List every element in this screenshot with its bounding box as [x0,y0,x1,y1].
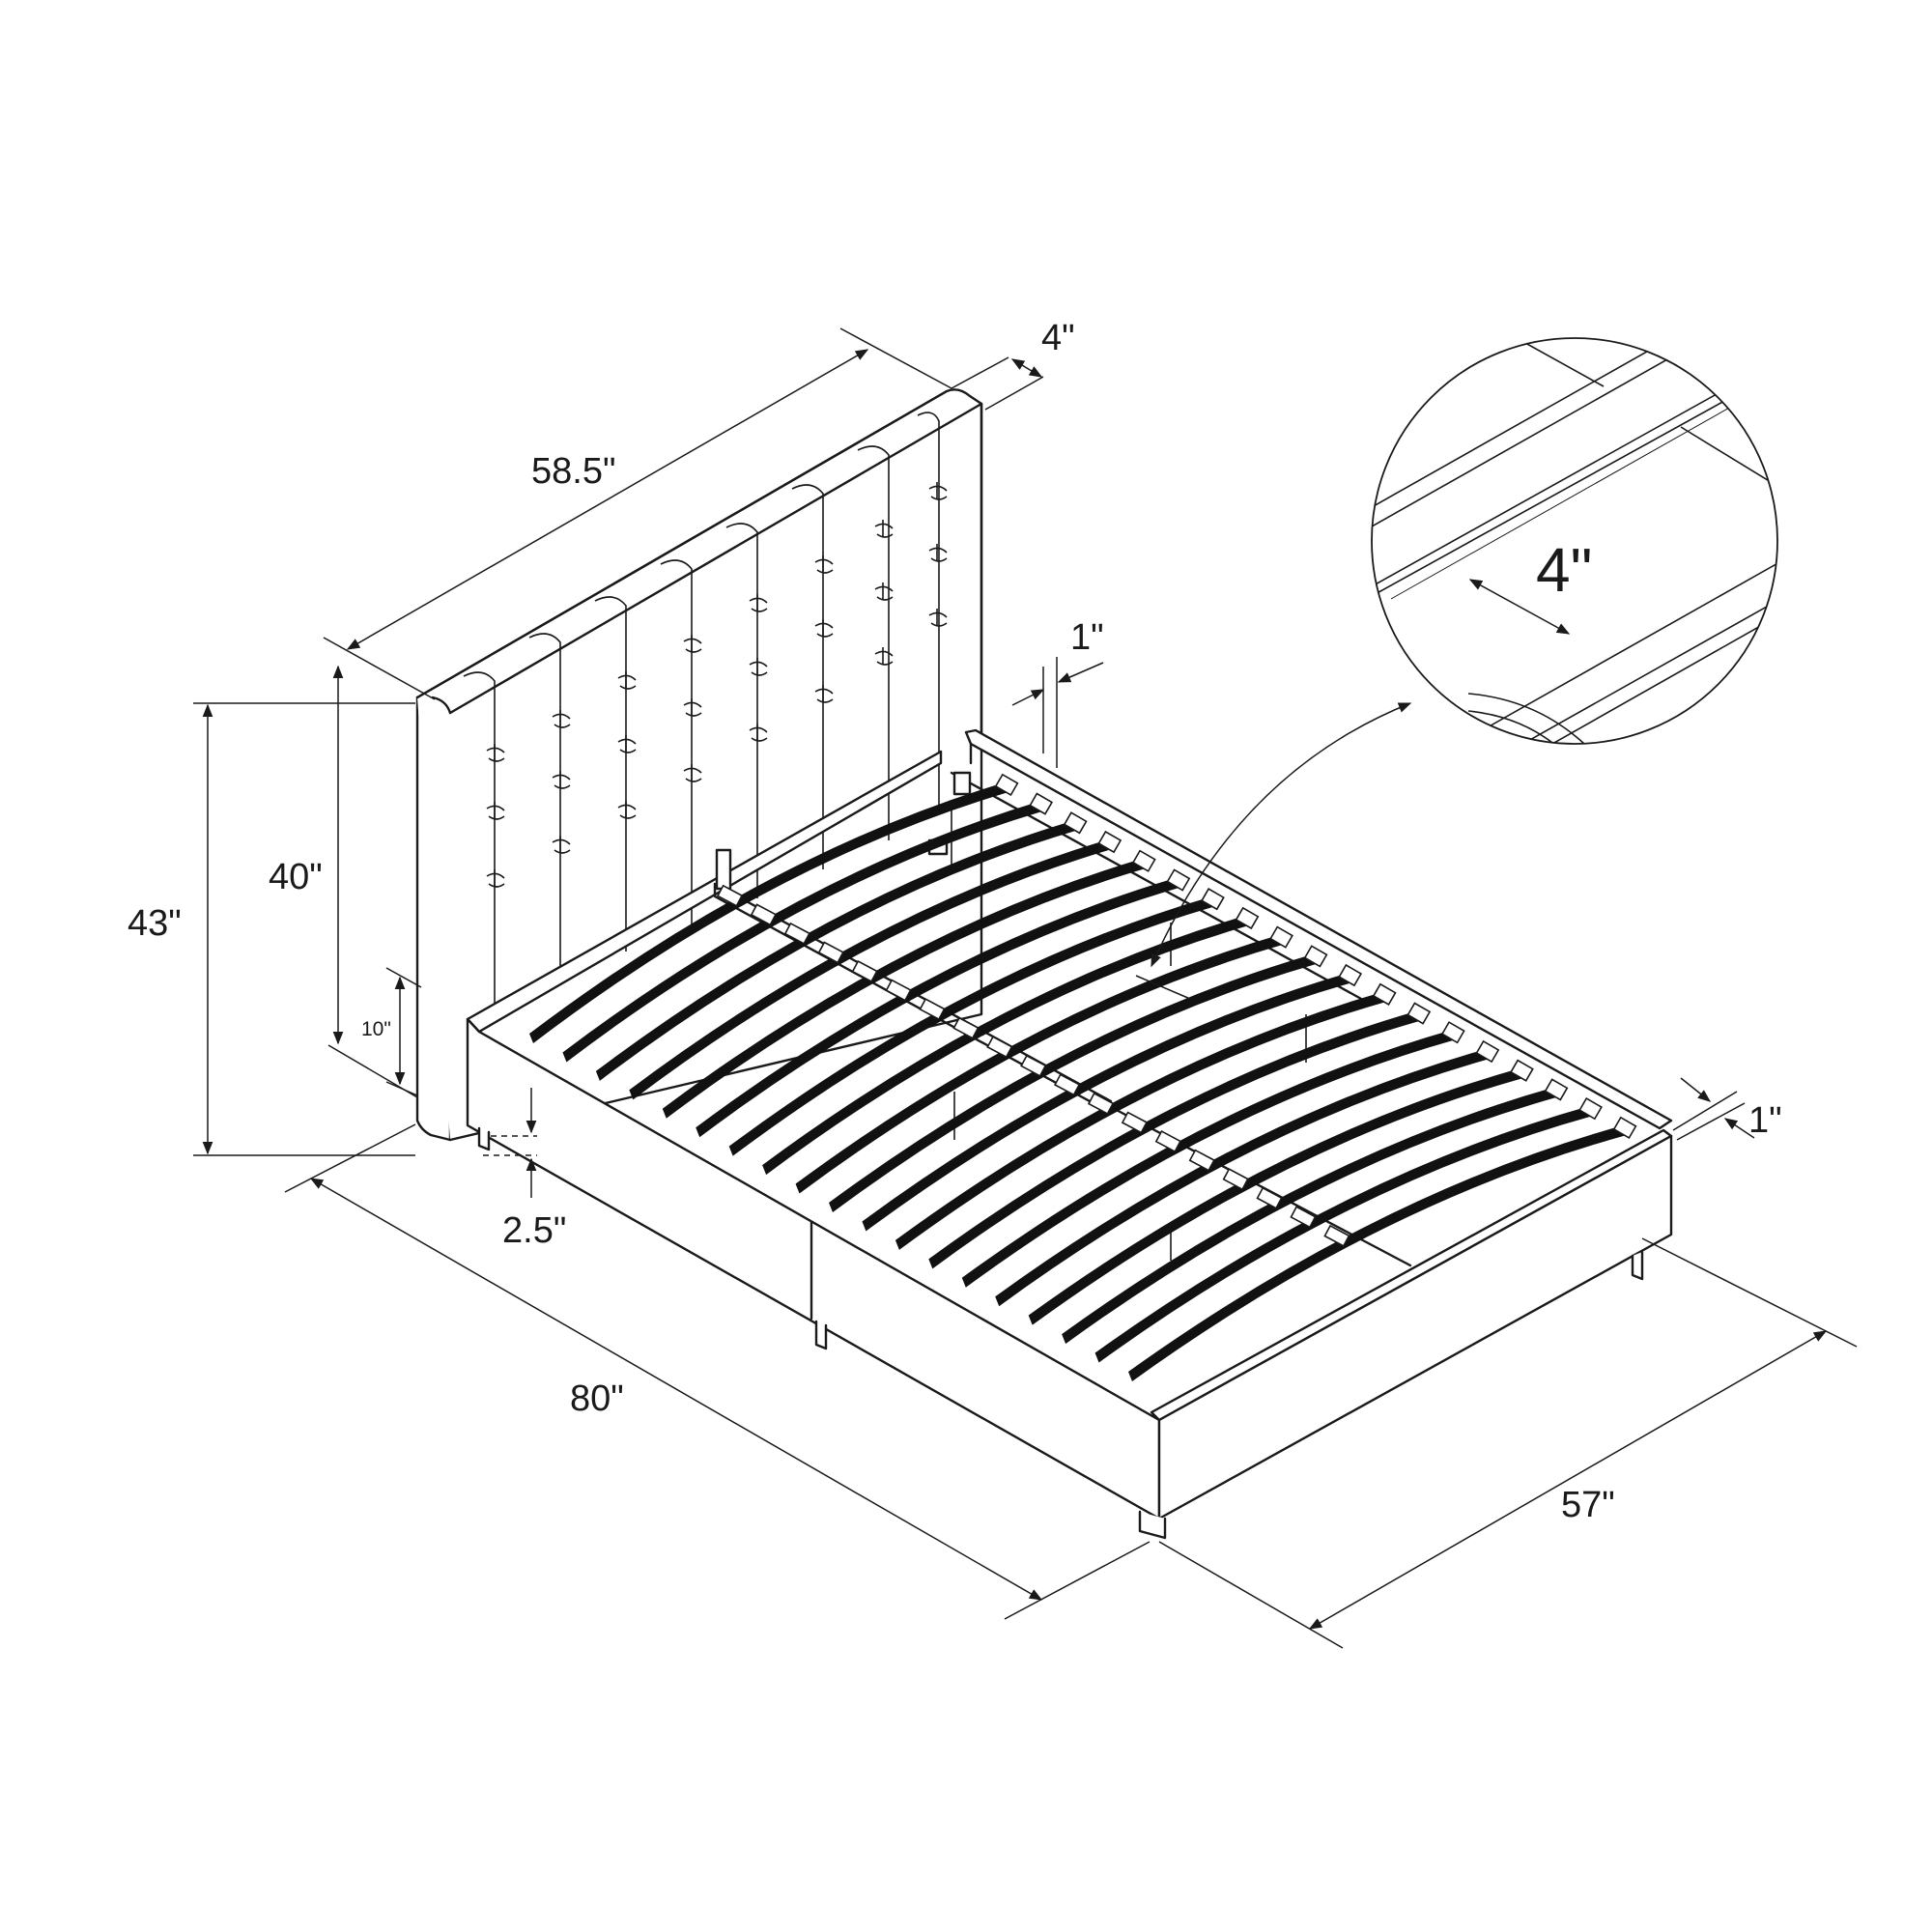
slat-center-clip [783,922,810,945]
label-headboard-height: 40" [269,857,323,897]
slat-center-clip [1154,1130,1181,1153]
label-rail-thickness-head: 1" [1070,617,1104,658]
slat-center-clip [919,998,946,1021]
slat-clip [1475,1039,1500,1064]
slat-center-clip [1054,1073,1081,1096]
slat-center-clip [1222,1168,1249,1191]
headboard [415,388,983,1142]
slat-center-clip [1087,1092,1115,1115]
slat-center-clip [952,1016,980,1039]
slat-clip [994,773,1019,797]
slat-clip [1372,982,1397,1006]
slat-center-clip [716,884,744,907]
slat-center-clip [1121,1111,1149,1134]
slat-clip [1578,1096,1603,1121]
slat-clip [1440,1021,1465,1044]
label-width: 57" [1561,1485,1615,1525]
slat-center-clip [1020,1054,1047,1077]
slat-clip [1338,963,1363,987]
label-leg-to-frame: 10" [361,1018,391,1040]
dimension-lines [193,327,1858,1649]
slat-clip [1063,811,1088,835]
slat-clip [1544,1078,1569,1101]
slat-clip [1510,1059,1534,1082]
dimension-labels: 58.5" 4" 40" 43" 10" 2.5" 80" 57" 1" 1" … [128,318,1782,1525]
label-headboard-width: 58.5" [531,451,615,492]
slat-clip [1612,1116,1637,1140]
slat-center-clip [1188,1149,1215,1172]
label-rail-thickness-foot: 1" [1748,1100,1782,1141]
slat-clip [1097,830,1122,854]
slat-center-clip [885,979,912,1002]
label-slat-width: 4" [1536,535,1592,605]
slat-center-clip [817,941,844,964]
label-length: 80" [570,1378,624,1419]
slat-center-clip [750,903,778,926]
slat-center-clip [986,1036,1013,1059]
slat-center-clip [1323,1224,1350,1247]
slat-clip [1029,792,1054,815]
label-leg-height: 2.5" [502,1210,566,1251]
slat-center-clip [1290,1206,1317,1229]
label-headboard-depth: 4" [1041,318,1075,358]
detail-circle-icon [1371,337,1778,745]
slat-center-clip [1256,1186,1283,1209]
label-overall-height: 43" [128,903,182,944]
slat-center-clip [851,959,878,983]
slat-clip [1406,1002,1432,1025]
